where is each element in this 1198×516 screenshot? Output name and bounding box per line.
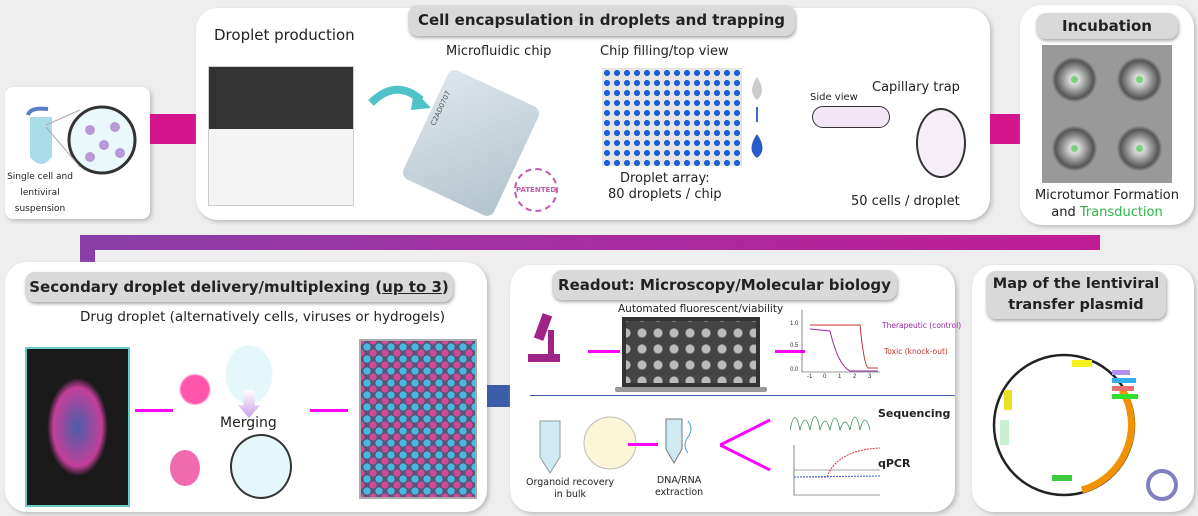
toxic-curve <box>810 324 878 369</box>
title-text: Secondary droplet delivery/multiplexing … <box>29 278 383 296</box>
droplet-fill-icon <box>751 77 763 158</box>
caption-and: and <box>1051 205 1080 220</box>
capillary-trap-label: Capillary trap <box>872 80 960 95</box>
encapsulation-panel: Droplet production Microfluidic chip C2A… <box>196 8 990 220</box>
secondary-panel: Secondary droplet delivery/multiplexing … <box>5 262 487 512</box>
plasmid-panel: Map of the lentiviral transfer plasmid <box>972 265 1194 512</box>
connector-bar <box>80 235 95 265</box>
title-link: up to 3 <box>382 278 442 296</box>
dna-tube-icon <box>665 418 692 465</box>
merging-label: Merging <box>220 415 277 431</box>
connector-bar <box>990 114 1022 144</box>
x-tick-label: 0 <box>823 374 827 380</box>
input-label-line: Single cell and <box>7 172 73 182</box>
arrow-icon <box>775 350 805 353</box>
caption-line: and Transduction <box>1020 204 1194 221</box>
arrow-icon <box>135 409 173 412</box>
cells-per-droplet-label: 50 cells / droplet <box>851 194 960 209</box>
droplet-array-line: Droplet array: <box>619 171 710 186</box>
plasmid-title-line: transfer plasmid <box>1008 297 1144 313</box>
divider <box>530 395 955 396</box>
qpcr-chart <box>793 445 881 496</box>
dose-response-chart <box>801 310 880 373</box>
droplet-production-label: Droplet production <box>214 26 355 44</box>
chip-filling-label: Chip filling/top view <box>600 44 729 59</box>
patented-stamp: PATENTED <box>514 168 558 212</box>
connector-bar <box>80 235 1100 250</box>
readout-panel: Readout: Microscopy/Molecular biology Au… <box>510 265 961 512</box>
input-label-line: lentiviral <box>20 188 60 198</box>
microtumor-images <box>1042 45 1172 183</box>
x-tick-label: -1 <box>807 374 813 380</box>
multiplexed-array-image <box>359 339 477 499</box>
title-text: ) <box>441 278 449 296</box>
x-tick-label: 3 <box>868 374 872 380</box>
drug-droplet-label: Drug droplet (alternatively cells, virus… <box>80 309 446 325</box>
sequencing-label: Sequencing <box>878 407 951 420</box>
curved-arrow-icon <box>368 85 431 110</box>
input-card: Single cell and lentiviral suspension <box>5 87 150 219</box>
droplet-photo <box>25 347 130 507</box>
sequencing-chromatogram <box>790 416 871 432</box>
plasmid-title: Map of the lentiviral transfer plasmid <box>986 271 1166 319</box>
side-view-label: Side view <box>810 92 858 103</box>
puro-segment <box>1052 475 1072 481</box>
branch-arrow-icon <box>720 418 771 472</box>
toxic-label: Toxic (knock-out) <box>884 347 948 356</box>
encapsulation-title: Cell encapsulation in droplets and trapp… <box>408 5 795 36</box>
caption-line: Microtumor Formation <box>1034 188 1180 203</box>
organoid-line: Organoid recovery <box>526 477 615 488</box>
laptop-base <box>615 387 767 392</box>
connector-bar <box>150 114 196 144</box>
input-label-line: suspension <box>14 204 66 214</box>
automated-label: Automated fluorescent/viability <box>618 303 784 315</box>
arrow-icon <box>628 443 658 446</box>
pre-merge-image <box>177 337 297 412</box>
input-label: Single cell and lentiviral suspension <box>5 169 75 217</box>
organoid-line: in bulk <box>554 489 587 500</box>
x-tick-label: 1 <box>838 374 842 380</box>
merge-arrow-icon <box>238 390 260 418</box>
secondary-title: Secondary droplet delivery/multiplexing … <box>25 272 453 302</box>
microscope-icon <box>528 313 560 362</box>
caption-highlight: Transduction <box>1079 205 1163 220</box>
arrow-icon <box>588 350 620 353</box>
dna-line: extraction <box>655 487 704 498</box>
droplet-machine-image <box>208 66 354 206</box>
readout-title: Readout: Microscopy/Molecular biology <box>552 270 897 300</box>
microfluidic-chip-label: Microfluidic chip <box>446 44 552 59</box>
capillary-trap-image <box>916 108 966 178</box>
laptop-image <box>622 317 760 387</box>
merged-droplet-image <box>230 434 292 499</box>
droplet-array-image <box>602 68 742 166</box>
pink-droplet-icon <box>170 450 200 486</box>
y-tick-label: 0.5 <box>790 343 799 349</box>
droplet-array-line: 80 droplets / chip <box>608 187 722 202</box>
plasmid-map <box>992 353 1178 501</box>
therapeutic-curve <box>809 328 878 372</box>
plasmid-title-line: Map of the lentiviral <box>992 276 1160 292</box>
organoid-tube-image <box>539 416 637 474</box>
droplet-array-label: Droplet array:80 droplets / chip <box>608 171 722 203</box>
incubation-panel: Incubation Microtumor Formation and Tran… <box>1020 5 1194 225</box>
therapeutic-label: Therapeutic (control) <box>882 321 962 330</box>
x-tick-label: 2 <box>853 374 857 380</box>
incubation-caption: Microtumor Formation and Transduction <box>1020 187 1194 221</box>
dna-line: DNA/RNA <box>656 475 702 486</box>
qpcr-label: qPCR <box>878 457 911 470</box>
institute-logo <box>1146 469 1178 501</box>
arrow-icon <box>310 409 348 412</box>
tube-and-cells-illustration <box>26 105 137 175</box>
incubation-title: Incubation <box>1036 13 1178 39</box>
y-tick-label: 0.0 <box>790 367 799 373</box>
side-view-image <box>812 106 890 128</box>
cas9-segment <box>1081 388 1135 494</box>
y-tick-label: 1.0 <box>790 321 799 327</box>
